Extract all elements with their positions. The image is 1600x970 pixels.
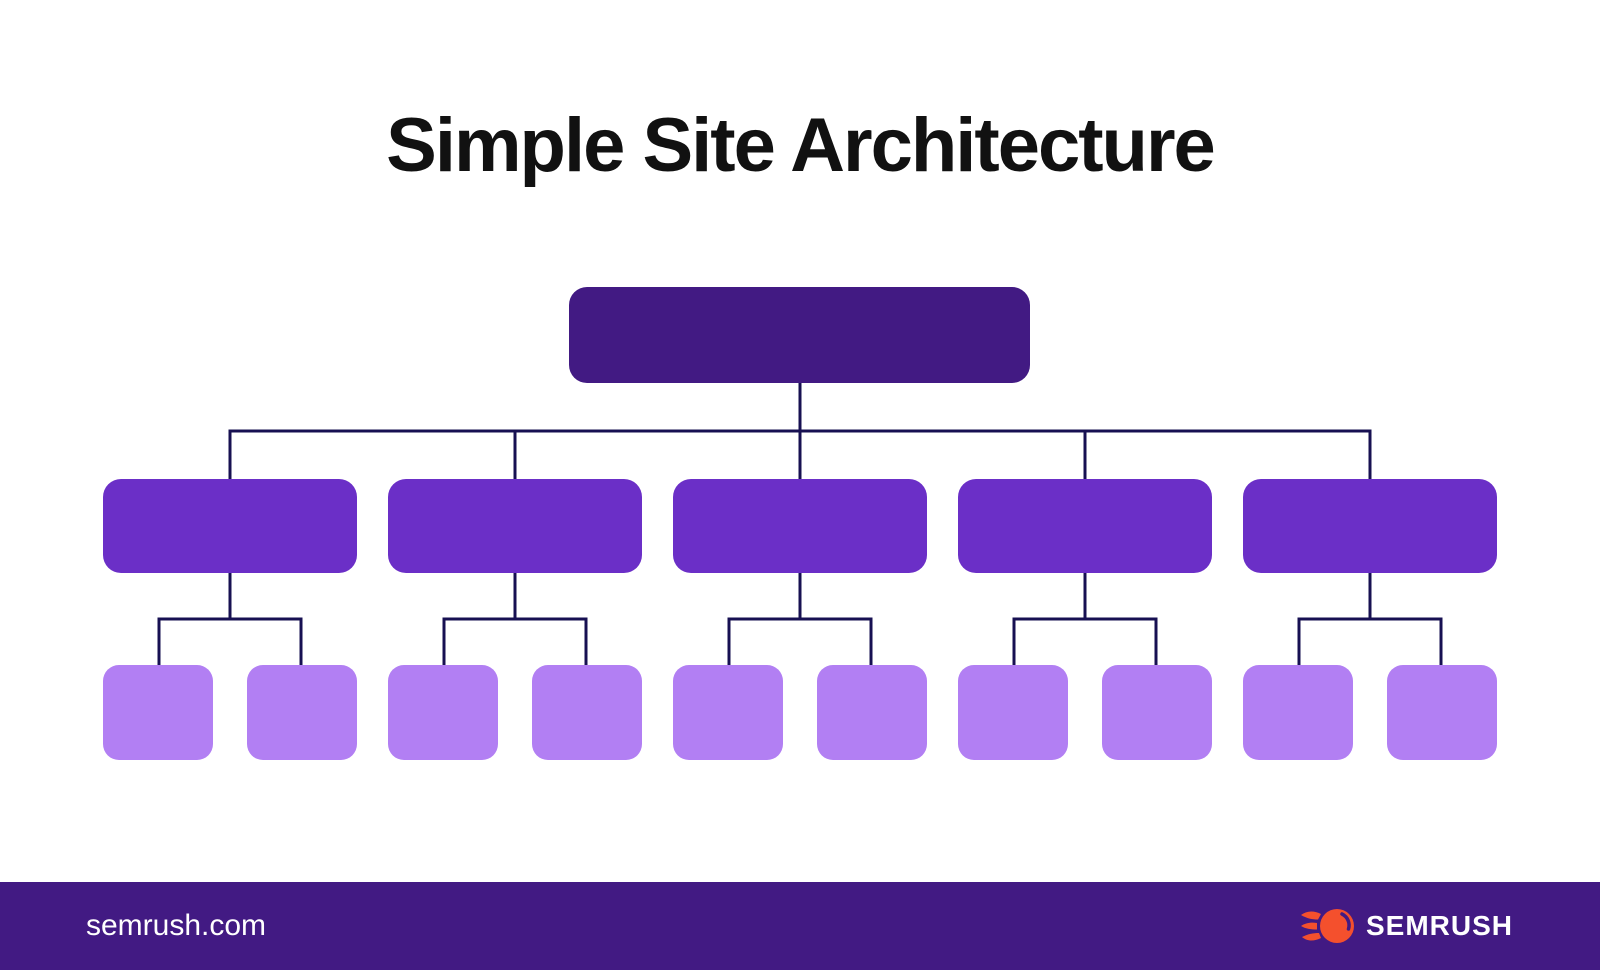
footer-site-label: semrush.com — [86, 909, 267, 942]
semrush-comet-icon — [1300, 909, 1354, 943]
category-node-3 — [673, 479, 927, 573]
semrush-logo: SEMRUSH — [1300, 907, 1513, 945]
footer-bar: semrush.com SEMRUSH — [0, 882, 1600, 970]
subpage-node-2 — [247, 665, 357, 760]
subpage-node-3 — [388, 665, 498, 760]
subpage-node-5 — [673, 665, 783, 760]
subpage-node-7 — [958, 665, 1068, 760]
category-node-4 — [958, 479, 1212, 573]
subpage-node-10 — [1387, 665, 1497, 760]
homepage-node — [569, 287, 1030, 383]
subpage-node-8 — [1102, 665, 1212, 760]
semrush-wordmark: SEMRUSH — [1365, 910, 1513, 941]
subpage-node-6 — [817, 665, 927, 760]
category-node-1 — [103, 479, 357, 573]
category-node-5 — [1243, 479, 1497, 573]
subpage-node-9 — [1243, 665, 1353, 760]
category-node-2 — [388, 479, 642, 573]
subpage-node-4 — [532, 665, 642, 760]
subpage-node-1 — [103, 665, 213, 760]
page-title: Simple Site Architecture — [386, 103, 1216, 188]
